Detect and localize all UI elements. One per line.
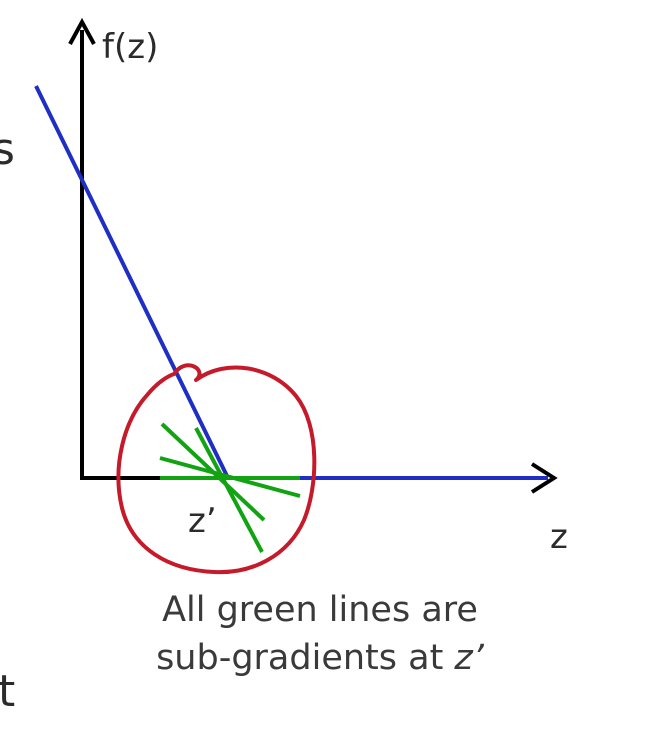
- y-axis-arrowhead: [68, 17, 96, 45]
- edge-fragment-upper: s: [0, 124, 15, 175]
- caption-line-2: sub-gradients at z’: [110, 634, 530, 682]
- x-axis-label: z: [550, 517, 568, 557]
- subgradient-line-3: [194, 427, 264, 553]
- caption-line-2-text: sub-gradients at: [156, 638, 455, 678]
- highlight-circle: [116, 363, 317, 575]
- caption: All green lines are sub-gradients at z’: [110, 586, 530, 682]
- point-label: z’: [188, 501, 217, 541]
- x-axis-arrowhead: [530, 462, 558, 494]
- caption-line-1: All green lines are: [162, 590, 478, 630]
- edge-fragment-lower: t: [0, 666, 15, 717]
- caption-variable: z’: [454, 638, 484, 678]
- y-axis-label: f(z): [102, 27, 158, 67]
- function-descending-segment: [34, 85, 230, 479]
